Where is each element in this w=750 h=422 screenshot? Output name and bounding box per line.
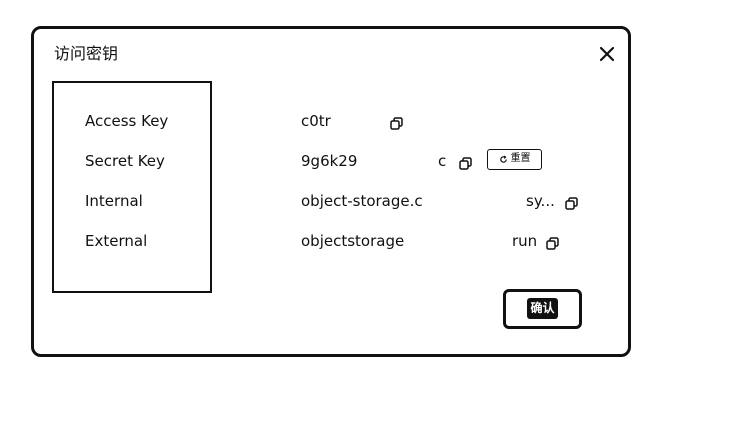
copy-secret-key-button[interactable] (459, 155, 472, 170)
dialog-title: 访问密钥 (54, 44, 119, 63)
label-access-key: Access Key (85, 112, 169, 130)
label-internal: Internal (85, 192, 143, 210)
secret-key-value-tail: c (438, 152, 447, 170)
copy-external-endpoint-button[interactable] (546, 235, 559, 250)
access-key-dialog: 访问密钥 Access Key Secret Key Internal Exte… (31, 26, 631, 357)
access-key-value: c0tr (301, 112, 331, 130)
label-secret-key: Secret Key (85, 152, 165, 170)
reset-secret-key-button[interactable]: 重置 (487, 149, 542, 170)
close-icon (599, 46, 615, 62)
copy-icon (459, 157, 472, 170)
copy-icon (565, 197, 578, 210)
confirm-button[interactable]: 确认 (503, 289, 582, 329)
copy-icon (390, 117, 403, 130)
reset-label: 重置 (510, 153, 531, 165)
external-endpoint-value-tail: run (512, 232, 538, 250)
key-labels-panel: Access Key Secret Key Internal External (52, 81, 212, 293)
close-button[interactable] (596, 43, 618, 65)
internal-endpoint-value: object-storage.c (301, 192, 423, 210)
copy-icon (546, 237, 559, 250)
internal-endpoint-value-tail: sy... (526, 192, 555, 210)
refresh-icon (499, 155, 507, 163)
external-endpoint-value: objectstorage (301, 232, 405, 250)
label-external: External (85, 232, 148, 250)
copy-access-key-button[interactable] (390, 115, 403, 130)
secret-key-value: 9g6k29 (301, 152, 358, 170)
copy-internal-endpoint-button[interactable] (565, 195, 578, 210)
confirm-label: 确认 (527, 298, 558, 319)
